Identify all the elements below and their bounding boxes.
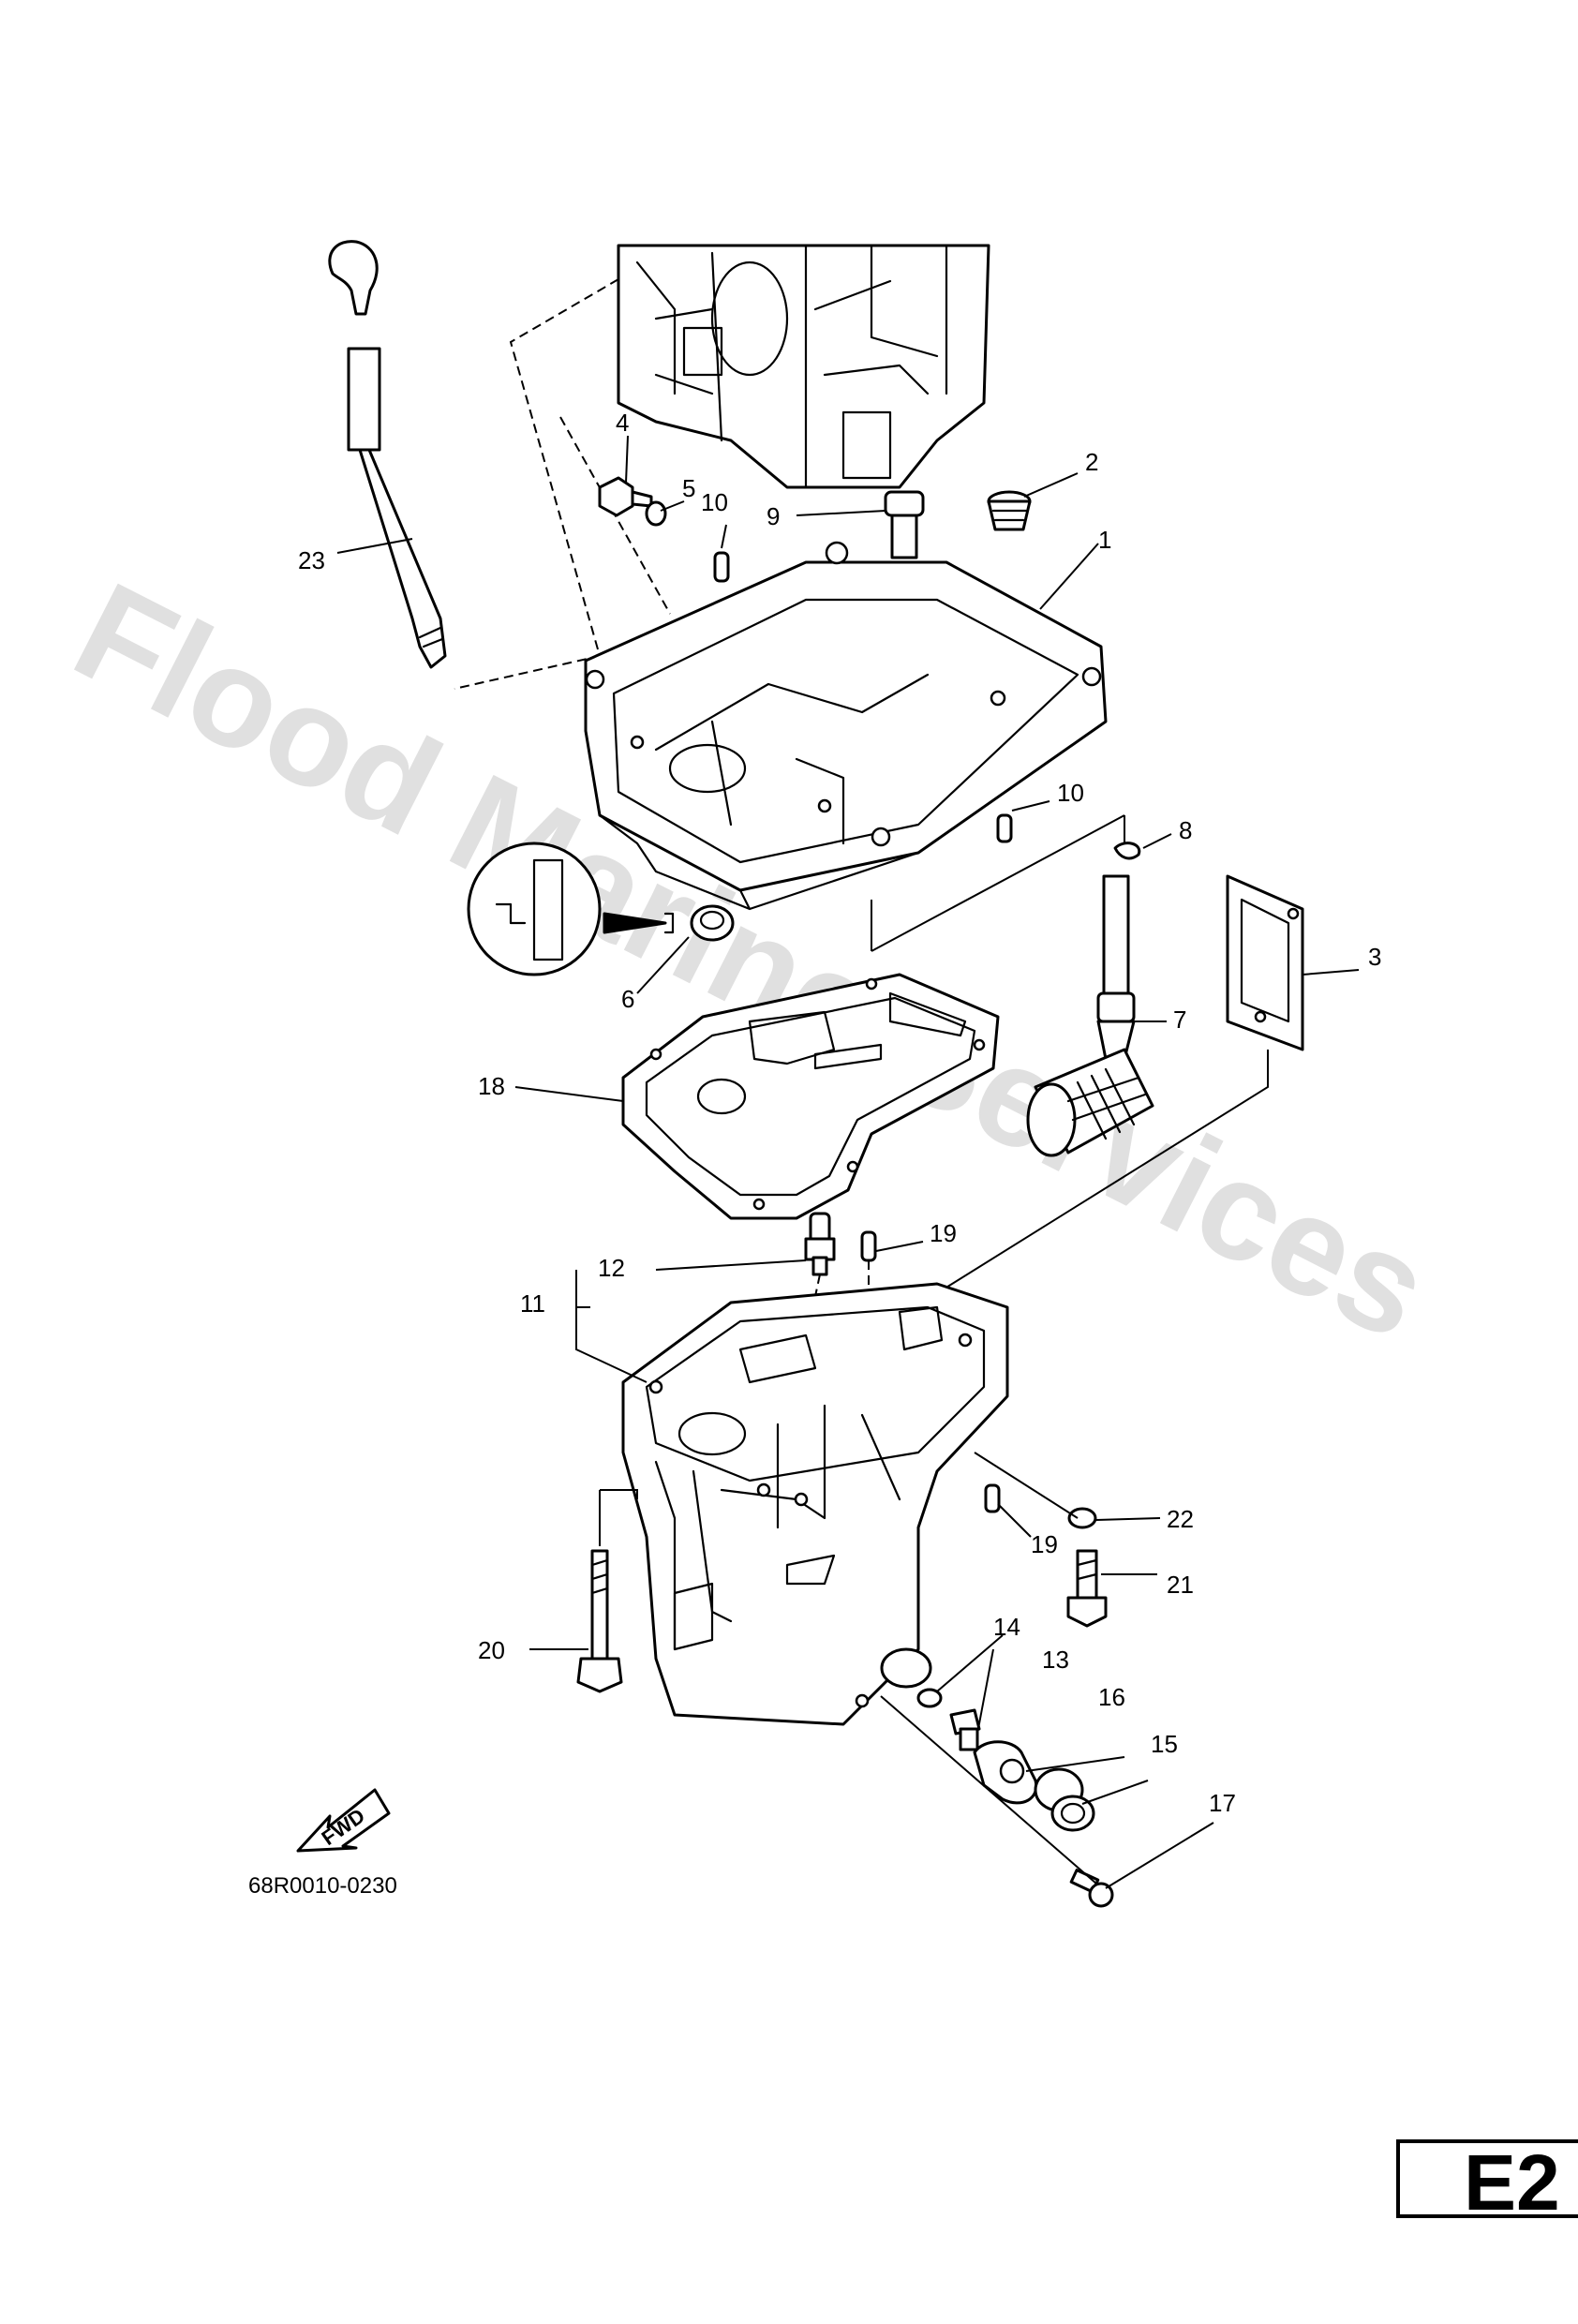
bolt-4: [598, 476, 653, 517]
callout-22: 22: [1167, 1505, 1194, 1533]
dowel-pin-10-top: [713, 551, 730, 583]
callout-19-low: 19: [1031, 1530, 1058, 1558]
callout-8: 8: [1179, 816, 1192, 844]
callout-10-mid: 10: [1057, 779, 1084, 807]
oil-strainer-7: [1026, 874, 1154, 1157]
seal-detail-inset: [467, 842, 675, 976]
bolt-20: [576, 1549, 623, 1693]
callout-19-top: 19: [930, 1219, 957, 1247]
washer-5: [645, 500, 667, 527]
dipstick: [328, 240, 447, 669]
callout-2: 2: [1085, 448, 1098, 476]
bolt-21: [1066, 1549, 1108, 1628]
callout-9: 9: [767, 502, 780, 530]
washer-22: [1067, 1507, 1097, 1529]
callout-10-top: 10: [701, 488, 728, 516]
callout-3: 3: [1368, 943, 1381, 971]
forward-arrow-icon: FWD: [296, 1788, 391, 1853]
dowel-pin-19-low: [984, 1483, 1001, 1513]
lower-oil-pan: [621, 1282, 1009, 1726]
callout-18: 18: [478, 1072, 505, 1100]
callout-13: 13: [1042, 1646, 1069, 1674]
gasket-18: [621, 973, 1000, 1220]
callout-20: 20: [478, 1636, 505, 1664]
clip-8: [1113, 842, 1141, 860]
callout-11: 11: [520, 1289, 545, 1318]
callout-21: 21: [1167, 1571, 1194, 1599]
page-tab-label: E2: [1464, 2138, 1560, 2227]
page-tab: E2: [1396, 2138, 1578, 2227]
callout-5: 5: [682, 474, 695, 502]
oil-seal-6: [690, 904, 735, 942]
dowel-pin-10-mid: [996, 813, 1013, 843]
callout-23: 23: [298, 546, 325, 574]
gasket-14: [916, 1688, 943, 1708]
engine-block-illustration: [617, 244, 990, 489]
callout-16: 16: [1098, 1683, 1125, 1711]
callout-6: 6: [621, 985, 634, 1013]
bolt-13: [949, 1708, 981, 1751]
callout-17: 17: [1209, 1789, 1236, 1817]
diagram-code: 68R0010-0230: [248, 1873, 397, 1899]
plate-16: [973, 1740, 1038, 1805]
fitting-12: [804, 1212, 836, 1276]
callout-4: 4: [616, 409, 629, 437]
callout-12: 12: [598, 1254, 625, 1282]
upper-oil-pan: [584, 541, 1108, 911]
dowel-pin-19-top: [860, 1230, 877, 1262]
plug-15: [1034, 1767, 1095, 1832]
plug-2: [987, 490, 1032, 531]
plate-3: [1226, 874, 1304, 1051]
callout-7: 7: [1173, 1006, 1186, 1034]
screw-17: [1069, 1869, 1114, 1908]
callout-leaders: [336, 435, 1360, 1889]
callout-1: 1: [1098, 526, 1111, 554]
callout-15: 15: [1151, 1730, 1178, 1758]
callout-14: 14: [993, 1613, 1020, 1641]
fitting-9: [884, 490, 925, 559]
